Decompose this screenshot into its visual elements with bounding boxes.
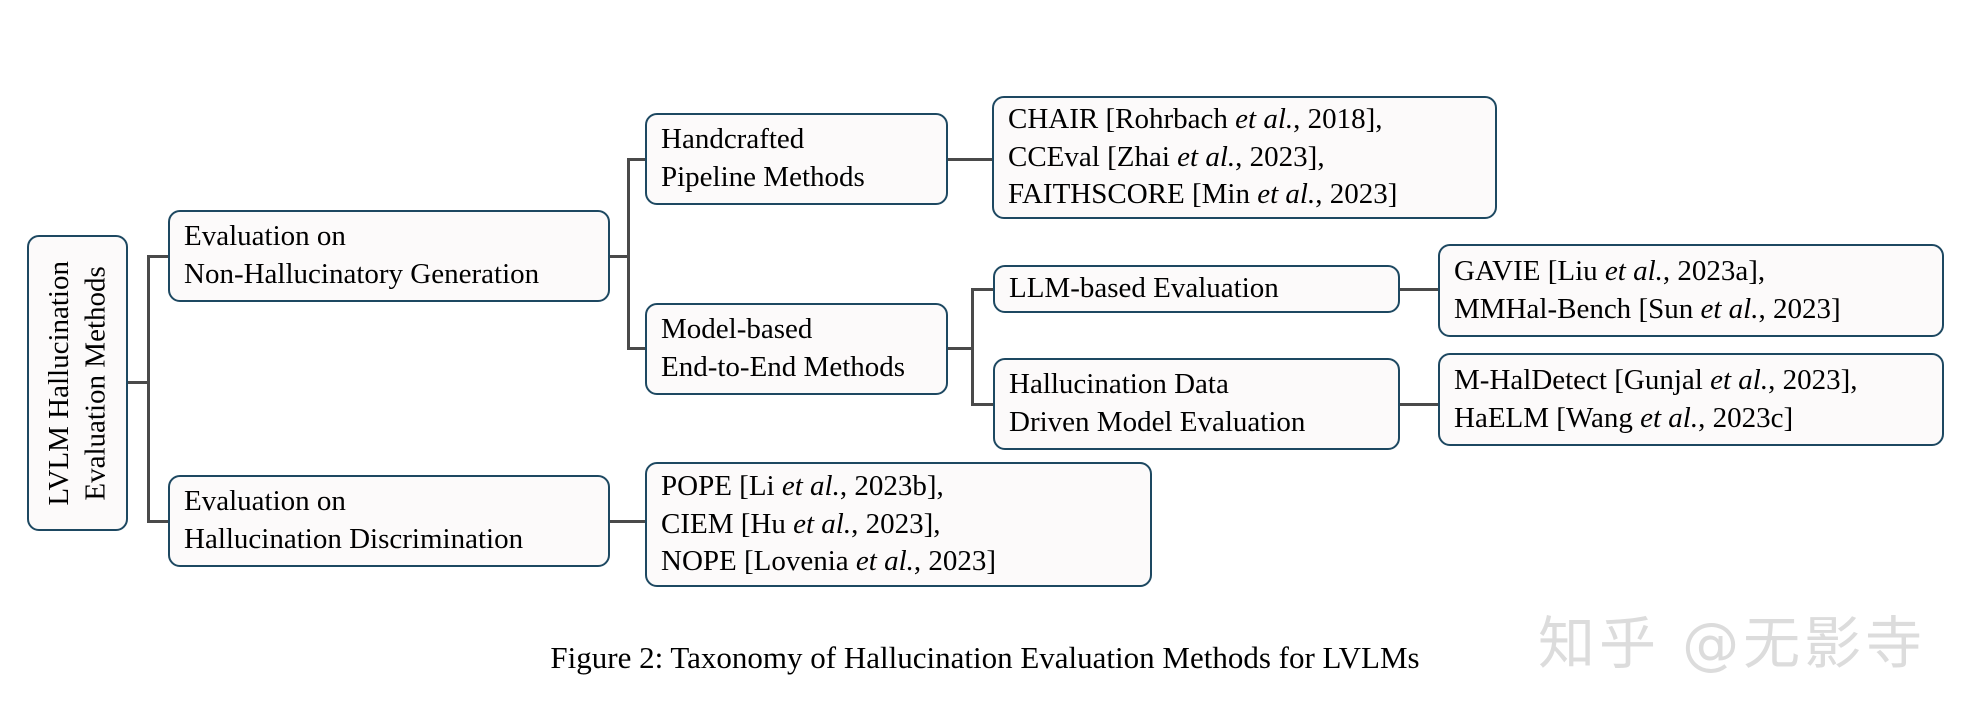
connector-generation-stem — [608, 255, 630, 258]
reference-mmhal-bench-cite-open: [Sun — [1631, 292, 1701, 325]
connector-discrimination-to-refs — [608, 520, 648, 523]
node-llm-based-references[interactable]: GAVIE [Liu et al., 2023a], MMHal-Bench [… — [1438, 244, 1944, 337]
reference-pope-name: POPE — [661, 469, 732, 502]
node-evaluation-on-non-hallucinatory-generation[interactable]: Evaluation on Non-Hallucinatory Generati… — [168, 210, 610, 302]
connector-model-based-to-llm-eval — [971, 288, 995, 291]
reference-cceval-cite-close: , 2023], — [1235, 140, 1325, 173]
reference-haelm-cite-open: [Wang — [1549, 401, 1641, 434]
reference-faithscore-etal: et al. — [1257, 178, 1316, 211]
reference-haelm-name: HaELM — [1454, 401, 1550, 434]
reference-m-haldetect-name: M-HalDetect — [1454, 363, 1607, 396]
reference-cceval: CCEval [Zhai et al., 2023], — [1008, 139, 1483, 177]
reference-haelm-etal: et al. — [1640, 401, 1699, 434]
node-evaluation-on-hallucination-discrimination[interactable]: Evaluation on Hallucination Discriminati… — [168, 475, 610, 567]
connector-model-based-spine — [971, 288, 974, 406]
reference-haelm-cite-close: , 2023c] — [1698, 401, 1794, 434]
node-handcrafted-line-1: Handcrafted — [661, 123, 805, 156]
reference-gavie-cite-close: , 2023a], — [1662, 254, 1766, 287]
node-model-based-line-2: End-to-End Methods — [661, 351, 906, 383]
node-generation-line-2: Non-Hallucinatory Generation — [184, 258, 540, 290]
reference-ciem: CIEM [Hu et al., 2023], — [661, 506, 1138, 544]
reference-m-haldetect-cite-close: , 2023], — [1768, 363, 1858, 396]
reference-chair-cite-open: [Rohrbach — [1098, 102, 1236, 135]
reference-faithscore-cite-open: [Min — [1184, 178, 1258, 211]
node-llm-based-line-1: LLM-based Evaluation — [1009, 272, 1279, 305]
reference-cceval-name: CCEval — [1008, 140, 1100, 173]
node-handcrafted-references[interactable]: CHAIR [Rohrbach et al., 2018], CCEval [Z… — [992, 96, 1497, 219]
reference-faithscore: FAITHSCORE [Min et al., 2023] — [1008, 176, 1483, 214]
connector-root-spine — [147, 255, 150, 523]
node-hallucination-data-line-2: Driven Model Evaluation — [1009, 406, 1306, 438]
reference-gavie: GAVIE [Liu et al., 2023a], — [1454, 253, 1930, 291]
node-model-based-line-1: Model-based — [661, 313, 813, 346]
reference-ciem-name: CIEM — [661, 507, 734, 540]
connector-generation-to-handcrafted — [627, 158, 647, 161]
node-handcrafted-line-2: Pipeline Methods — [661, 161, 865, 193]
connector-hallucination-data-to-refs — [1398, 403, 1440, 406]
reference-nope-cite-open: [Lovenia — [736, 545, 856, 578]
node-hallucination-data-references[interactable]: M-HalDetect [Gunjal et al., 2023], HaELM… — [1438, 353, 1944, 446]
reference-faithscore-cite-close: , 2023] — [1315, 178, 1398, 211]
node-llm-based-evaluation[interactable]: LLM-based Evaluation — [993, 265, 1400, 313]
reference-chair-etal: et al. — [1235, 102, 1294, 135]
node-hallucination-data-line-1: Hallucination Data — [1009, 368, 1229, 401]
reference-pope-cite-open: [Li — [731, 469, 782, 502]
reference-mmhal-bench-cite-close: , 2023] — [1758, 292, 1841, 325]
reference-nope-etal: et al. — [855, 545, 914, 578]
reference-m-haldetect-cite-open: [Gunjal — [1607, 363, 1711, 396]
reference-pope: POPE [Li et al., 2023b], — [661, 468, 1138, 506]
node-discrimination-line-2: Hallucination Discrimination — [184, 523, 524, 555]
reference-haelm: HaELM [Wang et al., 2023c] — [1454, 400, 1930, 438]
reference-m-haldetect: M-HalDetect [Gunjal et al., 2023], — [1454, 362, 1930, 400]
reference-ciem-cite-open: [Hu — [733, 507, 794, 540]
reference-ciem-cite-close: , 2023], — [851, 507, 941, 540]
reference-pope-etal: et al. — [781, 469, 840, 502]
node-generation-line-1: Evaluation on — [184, 220, 346, 253]
reference-ciem-etal: et al. — [793, 507, 852, 540]
node-discrimination-references[interactable]: POPE [Li et al., 2023b], CIEM [Hu et al.… — [645, 462, 1152, 587]
connector-llm-eval-to-refs — [1398, 288, 1440, 291]
connector-model-based-to-hallucination-data — [971, 403, 995, 406]
reference-gavie-etal: et al. — [1604, 254, 1663, 287]
reference-mmhal-bench-name: MMHal-Bench — [1454, 292, 1632, 325]
reference-chair: CHAIR [Rohrbach et al., 2018], — [1008, 101, 1483, 139]
reference-mmhal-bench-etal: et al. — [1700, 292, 1759, 325]
root-node-line-1: LVLM Hallucination — [42, 260, 75, 506]
connector-root-to-eval-generation — [147, 255, 170, 258]
watermark: 知乎 @无影寺 — [1538, 611, 1927, 677]
node-model-based-end-to-end-methods[interactable]: Model-based End-to-End Methods — [645, 303, 948, 395]
connector-handcrafted-to-refs — [946, 158, 994, 161]
reference-gavie-cite-open: [Liu — [1540, 254, 1605, 287]
node-handcrafted-pipeline-methods[interactable]: Handcrafted Pipeline Methods — [645, 113, 948, 205]
reference-mmhal-bench: MMHal-Bench [Sun et al., 2023] — [1454, 291, 1930, 329]
node-discrimination-line-1: Evaluation on — [184, 485, 346, 518]
node-hallucination-data-driven-model-evaluation[interactable]: Hallucination Data Driven Model Evaluati… — [993, 358, 1400, 450]
reference-pope-cite-close: , 2023b], — [839, 469, 944, 502]
connector-generation-spine — [627, 158, 630, 350]
reference-faithscore-name: FAITHSCORE — [1008, 178, 1185, 211]
reference-gavie-name: GAVIE — [1454, 254, 1541, 287]
reference-cceval-etal: et al. — [1177, 140, 1236, 173]
reference-cceval-cite-open: [Zhai — [1099, 140, 1178, 173]
figure-caption: Figure 2: Taxonomy of Hallucination Eval… — [550, 640, 1420, 675]
reference-nope-cite-close: , 2023] — [913, 545, 997, 578]
connector-model-based-stem — [946, 347, 974, 350]
connector-generation-to-model-based — [627, 347, 647, 350]
reference-m-haldetect-etal: et al. — [1710, 363, 1769, 396]
reference-chair-name: CHAIR — [1008, 102, 1099, 135]
connector-root-stem — [128, 381, 150, 384]
connector-root-to-eval-discrimination — [147, 520, 170, 523]
reference-nope-name: NOPE — [661, 545, 737, 578]
reference-nope: NOPE [Lovenia et al., 2023] — [661, 543, 1138, 581]
root-node-line-2: Evaluation Methods — [79, 265, 112, 501]
reference-chair-cite-close: , 2018], — [1293, 102, 1383, 135]
